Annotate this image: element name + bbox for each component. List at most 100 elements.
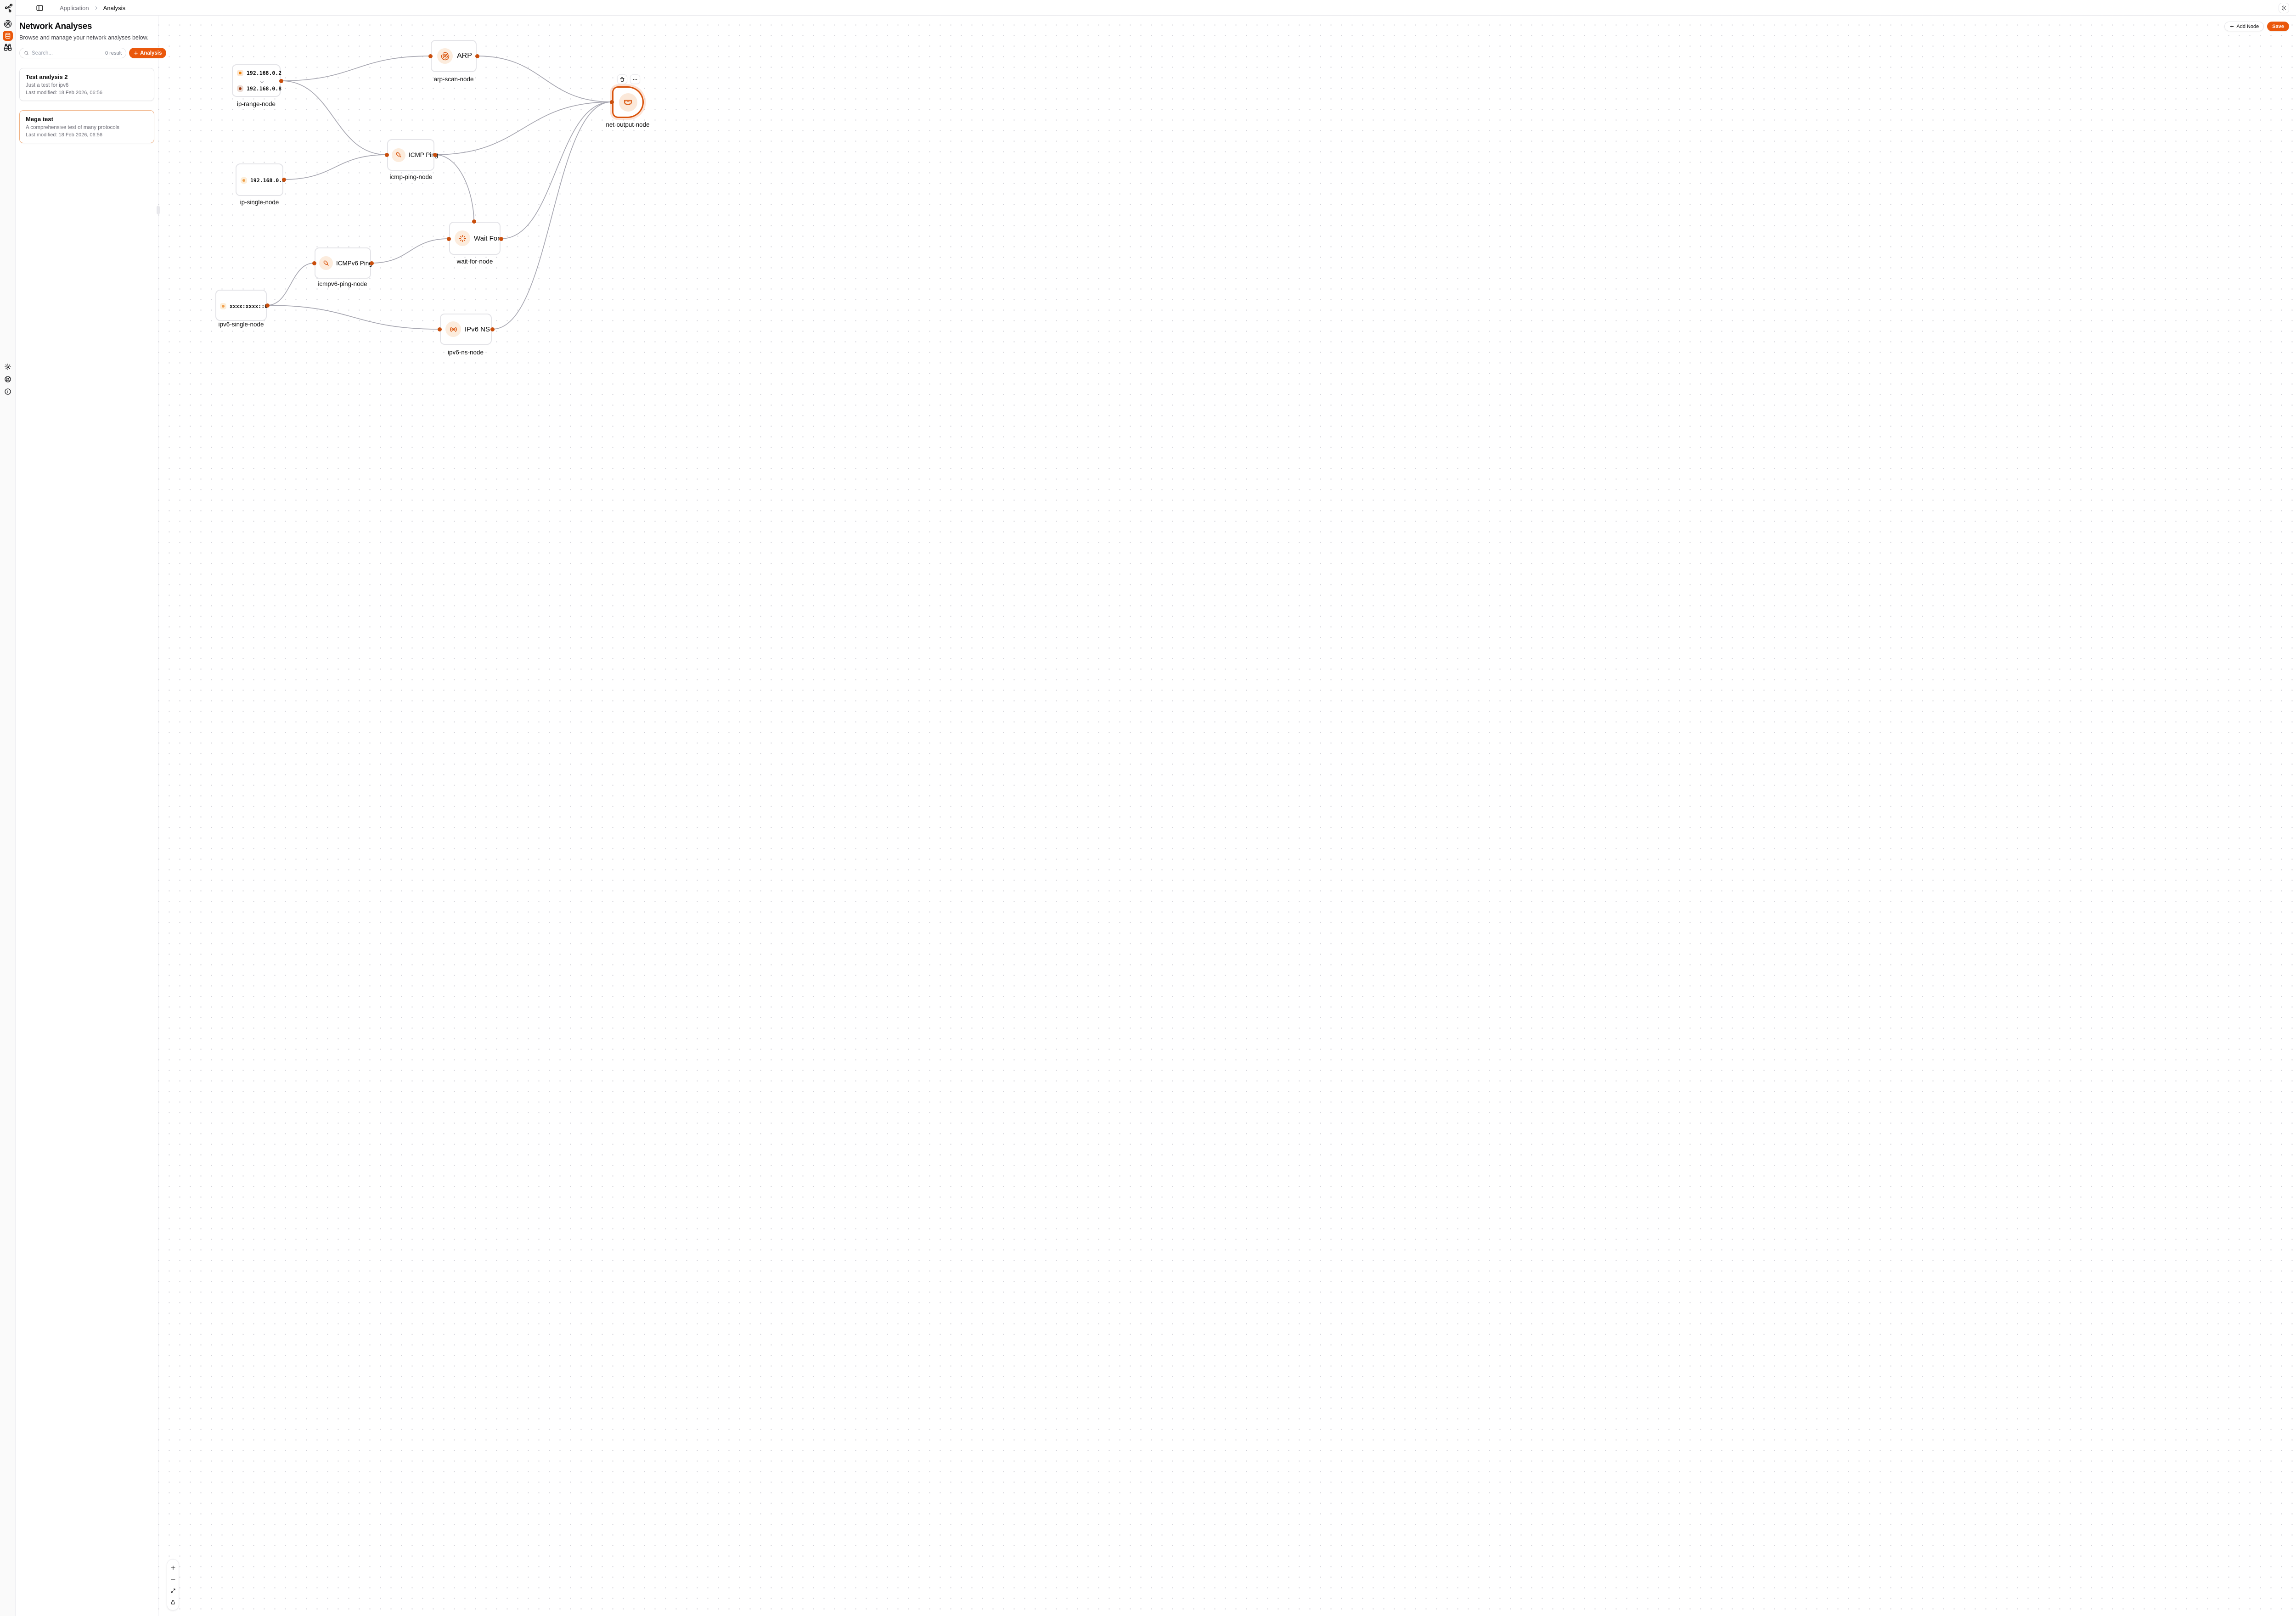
panel-resize-handle[interactable] (157, 206, 160, 214)
analysis-card[interactable]: Test analysis 2 Just a test for ipv6 Las… (19, 68, 154, 101)
analysis-card-selected[interactable]: Mega test A comprehensive test of many p… (19, 110, 154, 143)
edge[interactable] (283, 154, 387, 180)
radar-icon (437, 48, 453, 64)
add-analysis-button[interactable]: Analysis (129, 48, 167, 58)
node-layer: 192.168.0.2 192.168.0.8 ip-range-node AR… (0, 0, 726, 404)
arrow-down-icon (259, 78, 264, 86)
source-handle[interactable] (499, 236, 503, 241)
node-more-button[interactable] (630, 74, 640, 84)
ip-dot-badge (237, 70, 243, 76)
breadcrumb-section[interactable]: Application (60, 4, 89, 11)
unlock-icon (171, 1599, 175, 1604)
analysis-title: Mega test (26, 116, 53, 123)
zoom-out-button[interactable] (167, 1573, 179, 1585)
target-handle[interactable] (437, 327, 442, 331)
info-icon[interactable] (4, 387, 12, 396)
target-handle[interactable] (384, 152, 389, 157)
analysis-modified: Last modified: 18 Feb 2026, 06:56 (26, 132, 102, 138)
search-input[interactable] (32, 50, 102, 56)
node-title: IPv6 NS (465, 325, 490, 333)
node-ipv6-ns[interactable]: IPv6 NS (440, 314, 492, 345)
delete-node-button[interactable] (617, 74, 627, 84)
node-label: net-output-node (606, 121, 650, 128)
ellipsis-icon (633, 79, 637, 80)
source-handle[interactable] (475, 54, 479, 58)
node-label: ip-range-node (236, 101, 276, 107)
edge[interactable] (434, 101, 612, 155)
edge[interactable] (281, 56, 431, 81)
database-nav-icon-active[interactable] (2, 31, 13, 41)
trash-icon (620, 77, 625, 82)
node-label: ip-single-node (240, 199, 279, 206)
analyses-panel: Network Analyses Browse and manage your … (16, 16, 167, 1616)
node-label: ipv6-single-node (218, 321, 264, 328)
breadcrumb: Application Analysis (60, 0, 125, 16)
fit-view-button[interactable] (167, 1585, 179, 1596)
node-arp-scan[interactable]: ARP (431, 40, 477, 72)
ip-dot-badge (237, 85, 243, 92)
node-label: ipv6-ns-node (447, 349, 484, 356)
source-handle[interactable] (279, 79, 283, 83)
icon-rail (0, 0, 16, 1616)
breadcrumb-page: Analysis (103, 4, 126, 11)
node-icmpv6-ping[interactable]: ICMPv6 Ping (315, 247, 372, 279)
gear-icon[interactable] (4, 363, 12, 371)
top-header: Application Analysis (16, 0, 2296, 16)
theme-toggle-button[interactable] (2279, 3, 2289, 13)
life-buoy-icon[interactable] (4, 375, 12, 383)
sidebar-toggle-icon[interactable] (36, 4, 44, 12)
node-title: ICMP Ping (409, 152, 439, 158)
edge[interactable] (501, 101, 612, 239)
edge[interactable] (371, 238, 449, 264)
analysis-modified: Last modified: 18 Feb 2026, 06:56 (26, 90, 102, 95)
node-label: wait-for-node (456, 258, 493, 265)
node-wait-for[interactable]: Wait For (449, 222, 501, 255)
node-ipv6-single[interactable]: xxxx:xxxx::0 (215, 290, 268, 321)
canvas-controls (167, 1559, 179, 1610)
target-handle[interactable] (609, 100, 614, 104)
analysis-description: A comprehensive test of many protocols (26, 125, 119, 130)
source-handle[interactable] (433, 152, 437, 157)
edge-layer (267, 56, 612, 330)
node-icmp-ping[interactable]: ICMP Ping (387, 139, 438, 171)
ping-icon (392, 148, 405, 162)
binoculars-nav-icon[interactable] (4, 43, 12, 51)
edge[interactable] (477, 56, 612, 102)
search-icon (24, 51, 28, 55)
node-net-output-selected[interactable] (612, 86, 644, 118)
lock-toggle-button[interactable] (167, 1596, 179, 1608)
radar-nav-icon[interactable] (4, 20, 12, 28)
chevron-right-icon (95, 6, 97, 10)
ipv6-single-value: xxxx:xxxx::0 (230, 303, 268, 309)
edge[interactable] (281, 80, 387, 155)
zoom-in-button[interactable] (167, 1562, 179, 1573)
node-title: ICMPv6 Ping (336, 259, 372, 267)
source-handle[interactable] (490, 327, 495, 331)
node-label: icmp-ping-node (389, 174, 433, 180)
ip-range-end: 192.168.0.8 (247, 85, 282, 92)
ip-dot-badge (220, 303, 226, 309)
add-node-button[interactable]: Add Node (2224, 22, 2264, 31)
node-ip-single[interactable]: 192.168.0.5 (236, 163, 285, 196)
node-title: Wait For (474, 234, 500, 242)
node-ip-range[interactable]: 192.168.0.2 192.168.0.8 (232, 64, 281, 97)
edge[interactable] (267, 263, 315, 306)
node-title: ARP (457, 52, 472, 60)
flow-canvas[interactable]: Add Node Save (158, 16, 2296, 1616)
source-handle[interactable] (281, 177, 286, 182)
save-button[interactable]: Save (2267, 22, 2289, 31)
target-handle[interactable] (312, 261, 316, 265)
app-logo-icon (4, 3, 14, 13)
source-handle[interactable] (265, 303, 270, 308)
target-handle-top[interactable] (472, 219, 476, 224)
edge[interactable] (492, 101, 612, 330)
ethernet-port-icon (619, 93, 637, 112)
edge[interactable] (434, 154, 474, 222)
search-box[interactable]: 0 result (19, 48, 127, 58)
source-handle[interactable] (369, 261, 374, 265)
edge[interactable] (267, 305, 440, 330)
node-label: icmpv6-ping-node (318, 281, 367, 287)
target-handle[interactable] (428, 54, 433, 58)
target-handle[interactable] (446, 236, 451, 241)
page-title: Network Analyses (19, 22, 92, 31)
